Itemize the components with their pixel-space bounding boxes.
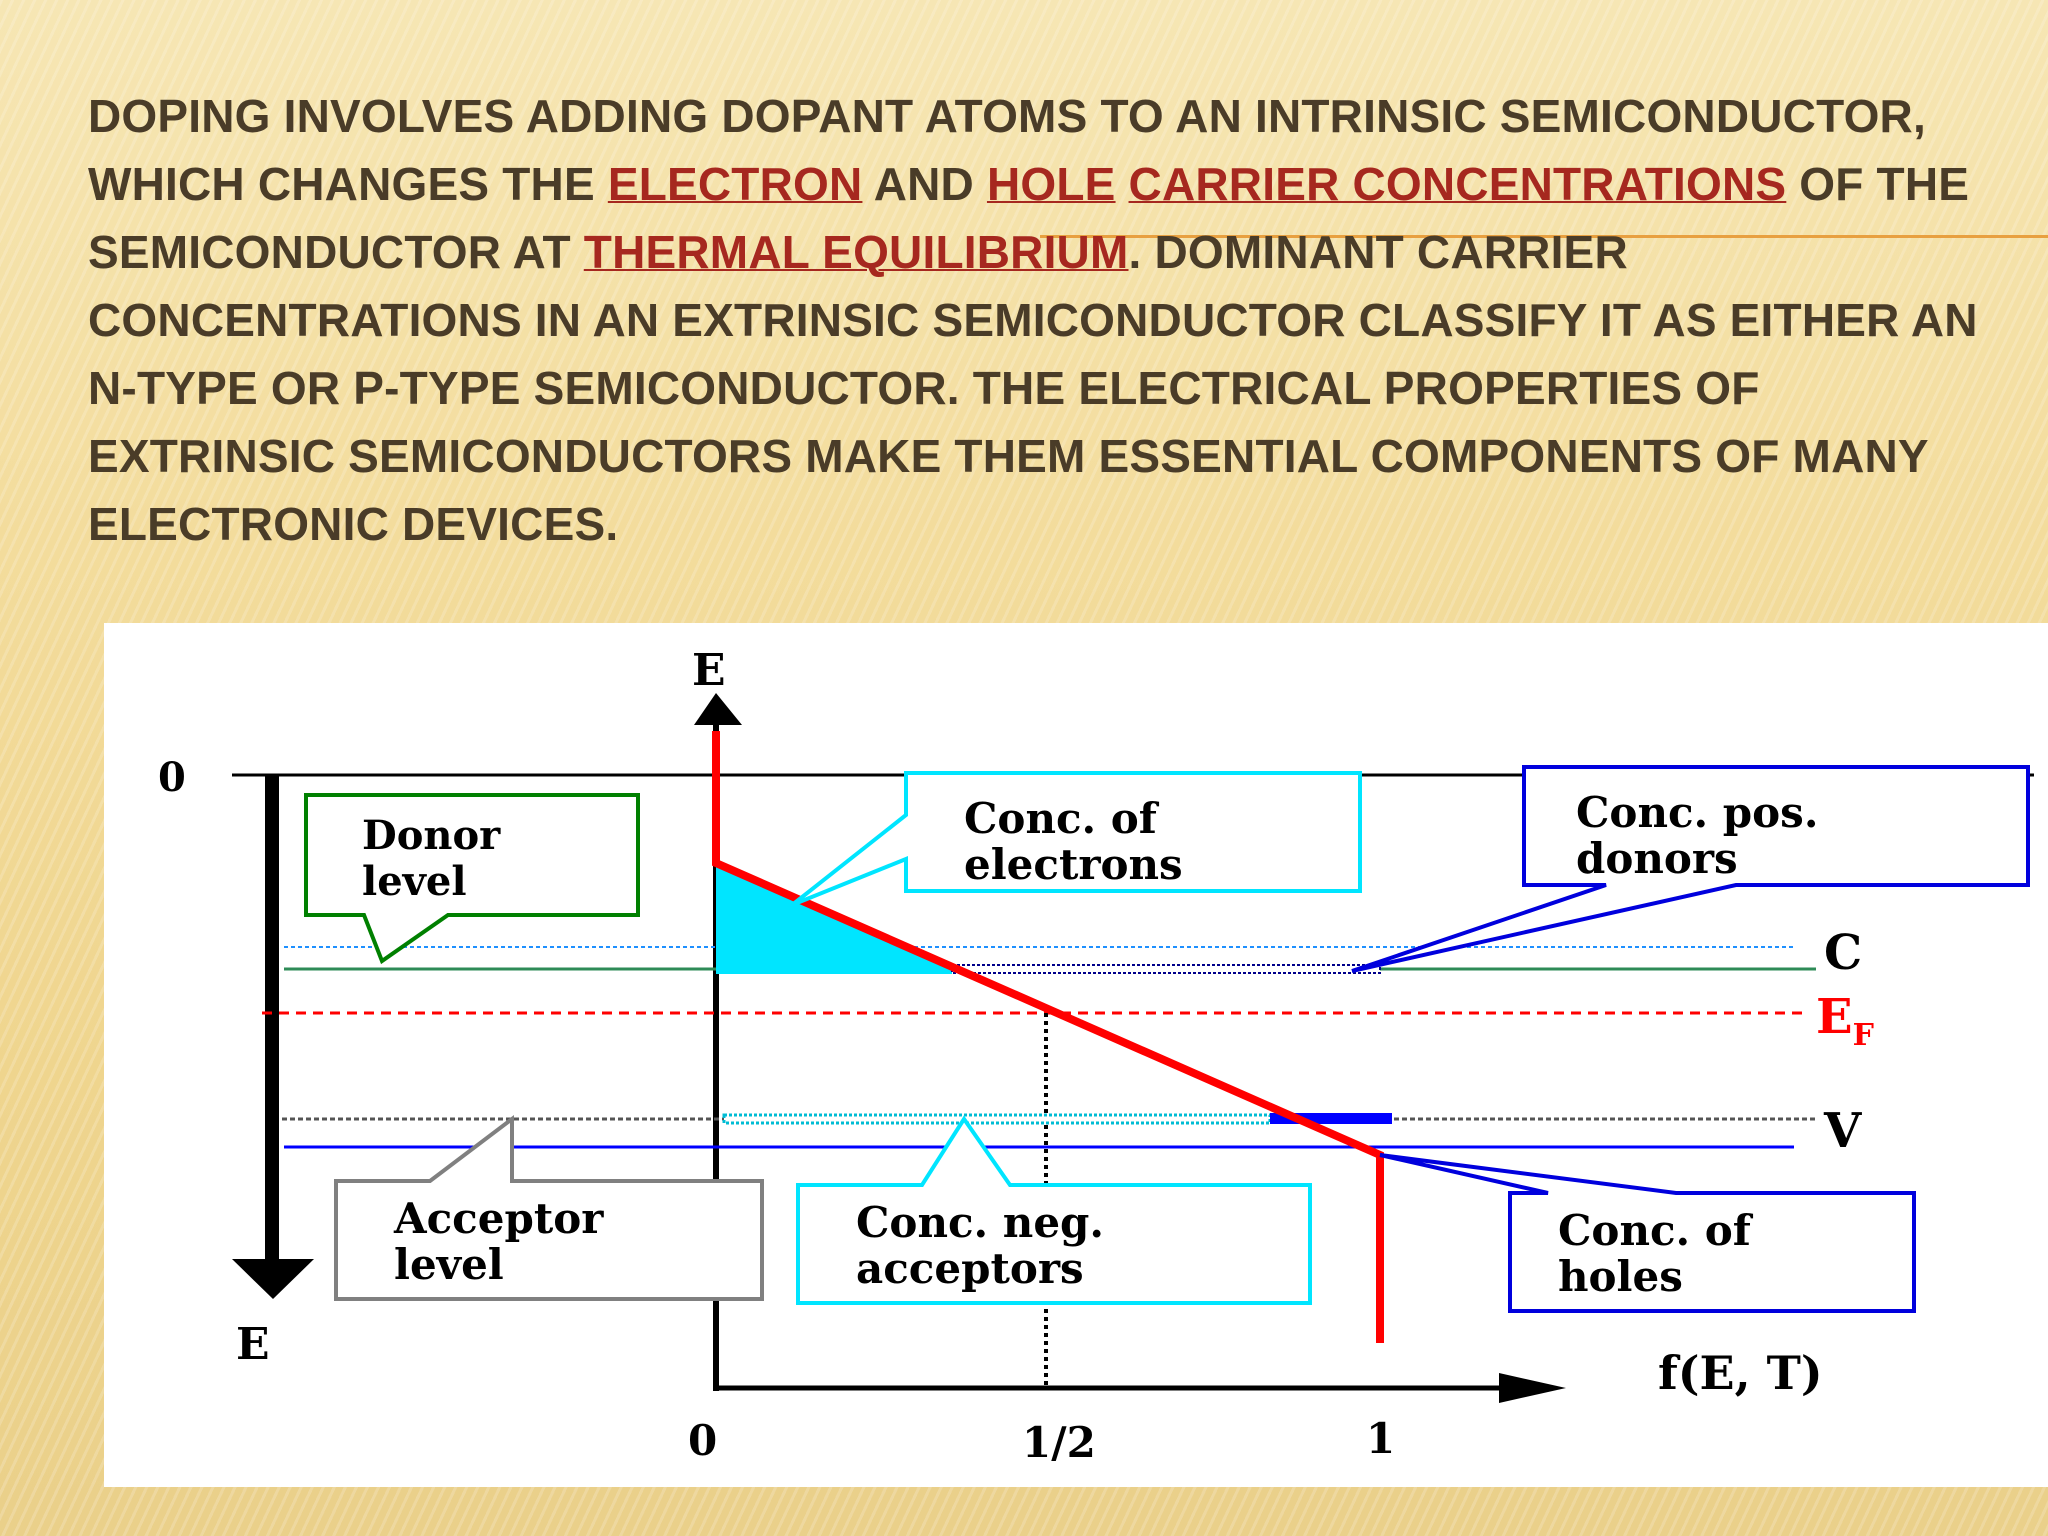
level-c-label: C — [1824, 925, 1862, 981]
title-text: Doping involves adding dopant atoms to a… — [88, 90, 1926, 210]
level-ef-sub: F — [1853, 1018, 1874, 1053]
callout-donor-level: Donor level — [304, 793, 640, 965]
x-axis-label: f(E, T) — [1658, 1346, 1823, 1400]
x-tick-half: 1/2 — [1022, 1418, 1096, 1467]
acceptor-callout-line1: Acceptor — [393, 1194, 604, 1243]
callout-electrons: Conc. of electrons — [790, 771, 1362, 907]
acceptor-callout-line2: level — [394, 1240, 504, 1289]
electrons-callout-line1: Conc. of — [964, 794, 1160, 843]
x-axis-arrow-icon — [1499, 1373, 1566, 1403]
fermi-function-curve — [712, 731, 1384, 1343]
x-tick-0: 0 — [688, 1416, 717, 1465]
callout-acceptor-level: Acceptor level — [334, 1114, 764, 1301]
electron-conc-bar — [716, 964, 952, 974]
title-text — [1116, 158, 1129, 210]
title-text: . Dominant carrier concentrations in an … — [88, 226, 1978, 550]
x-tick-1: 1 — [1366, 1414, 1395, 1463]
donors-callout-line2: donors — [1576, 834, 1738, 883]
thermal-equilibrium-link[interactable]: thermal equilibrium — [583, 226, 1129, 278]
callout-pos-donors: Conc. pos. donors — [1351, 765, 2030, 973]
accent-line — [1040, 235, 2048, 238]
electrons-callout-line2: electrons — [964, 840, 1183, 889]
donor-callout-line2: level — [362, 858, 467, 905]
callout-holes: Conc. of holes — [1379, 1153, 1916, 1313]
band-diagram: Donor level Conc. of electrons Conc. pos… — [104, 623, 2048, 1487]
level-v-label: V — [1823, 1103, 1862, 1159]
title-text: and — [862, 158, 987, 210]
slide-title: Doping involves adding dopant atoms to a… — [88, 82, 1988, 558]
holes-callout-line1: Conc. of — [1558, 1206, 1754, 1255]
axis-bottom-e-label: E — [236, 1319, 270, 1370]
electron-link[interactable]: electron — [607, 158, 863, 210]
holes-conc-bar — [1270, 1113, 1392, 1124]
hole-link[interactable]: hole — [986, 158, 1116, 210]
energy-arrow-down-icon — [232, 1259, 314, 1299]
holes-callout-line2: holes — [1558, 1252, 1683, 1301]
zero-left-label: 0 — [158, 754, 186, 801]
level-ef-label: EF — [1816, 989, 1874, 1053]
donors-callout-line1: Conc. pos. — [1576, 788, 1818, 837]
level-ef-main: E — [1816, 989, 1853, 1045]
axis-top-e-label: E — [692, 645, 726, 696]
energy-arrow-up-icon — [694, 693, 742, 725]
pos-donor-bar — [951, 964, 1381, 974]
acceptors-callout-line2: acceptors — [856, 1244, 1084, 1293]
band-diagram-svg: Donor level Conc. of electrons Conc. pos… — [158, 645, 2034, 1467]
acceptors-callout-line1: Conc. neg. — [856, 1198, 1104, 1247]
callout-neg-acceptors: Conc. neg. acceptors — [796, 1115, 1312, 1305]
title-text: of the semiconductor at — [88, 158, 1970, 278]
donor-callout-line1: Donor — [362, 812, 501, 859]
carrier-concentrations-link[interactable]: carrier concentrations — [1128, 158, 1787, 210]
neg-acceptor-bar — [722, 1113, 1272, 1125]
